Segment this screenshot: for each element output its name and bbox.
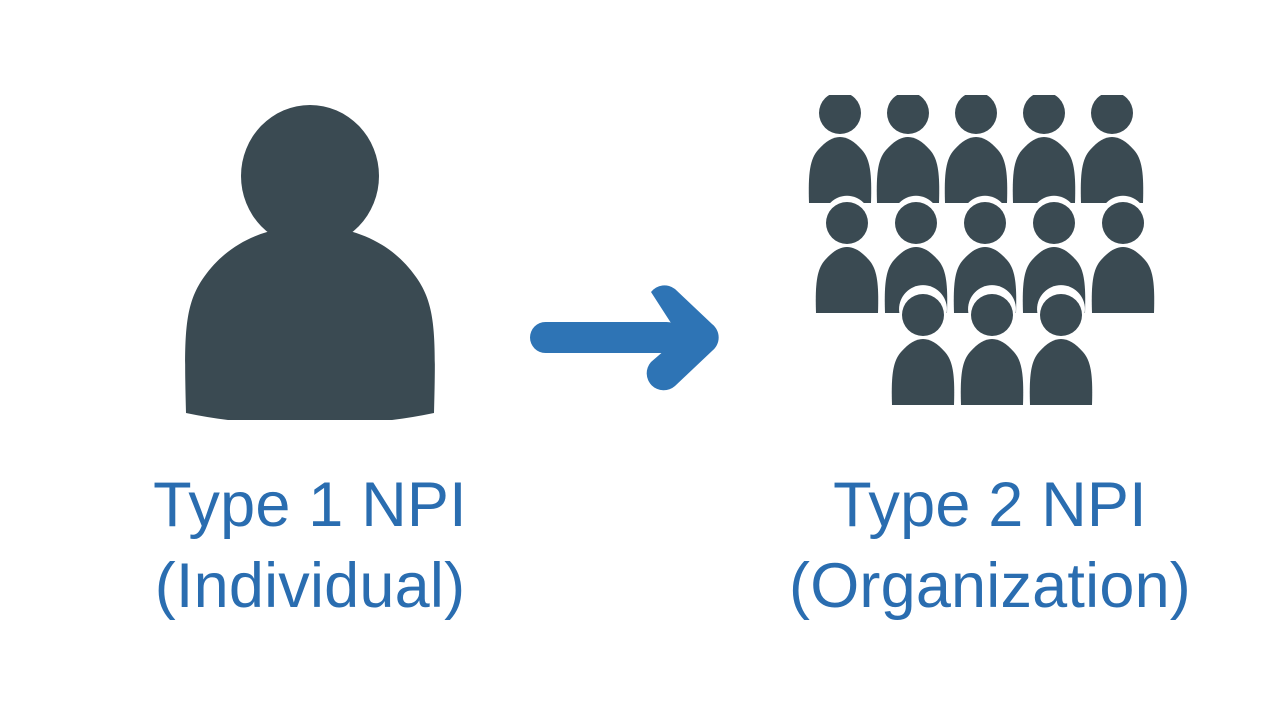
caption-type-2: Type 2 NPI (Organization) xyxy=(730,465,1250,626)
single-person-icon xyxy=(160,95,460,425)
arrow-head xyxy=(646,285,719,391)
caption-type-1-line-2: (Individual) xyxy=(154,550,466,621)
caption-type-1-line-1: Type 1 NPI xyxy=(153,470,467,540)
person-head xyxy=(241,105,379,247)
person-body xyxy=(185,226,435,425)
caption-type-2-line-1: Type 2 NPI xyxy=(833,470,1147,540)
caption-type-2-line-2: (Organization) xyxy=(789,550,1191,621)
crowd-people-icon xyxy=(790,92,1190,415)
crowd-row-1 xyxy=(808,92,1144,203)
arrow-shaft xyxy=(530,322,682,353)
caption-type-1: Type 1 NPI (Individual) xyxy=(60,465,560,626)
crowd-row-3 xyxy=(887,285,1097,412)
arrow-right-icon xyxy=(520,275,730,400)
